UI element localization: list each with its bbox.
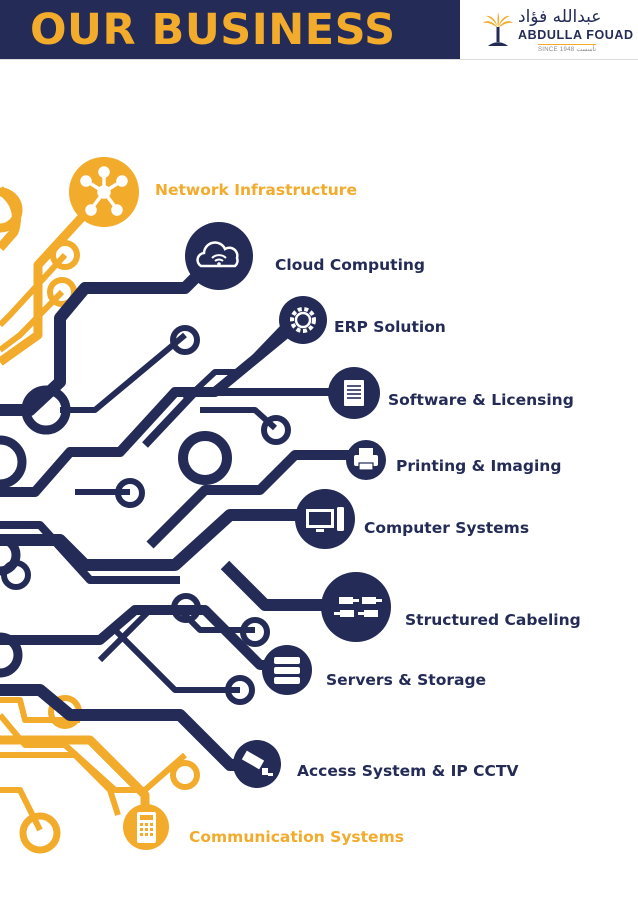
page-title: OUR BUSINESS	[30, 5, 396, 55]
title-bar: OUR BUSINESS	[0, 0, 460, 60]
company-logo: عبدالله فؤاد ABDULLA FOUAD SINCE 1948 تأ…	[460, 0, 638, 60]
server-rack-icon	[262, 645, 312, 695]
service-label-structured-cabeling: Structured Cabeling	[405, 611, 581, 629]
logo-english-name: ABDULLA FOUAD	[518, 28, 634, 42]
edge-circles	[0, 435, 27, 678]
desktop-computer-icon	[295, 489, 355, 549]
palm-tree-logo-icon	[483, 12, 513, 46]
header: OUR BUSINESS عبدالله فؤاد ABDULLA FOUAD …	[0, 0, 638, 60]
service-label-cloud-computing: Cloud Computing	[275, 256, 426, 274]
service-label-communication-systems: Communication Systems	[189, 828, 404, 846]
network-hub-icon	[69, 157, 139, 227]
service-label-software-licensing: Software & Licensing	[388, 391, 574, 409]
service-label-computer-systems: Computer Systems	[364, 519, 530, 537]
printer-icon	[346, 440, 386, 480]
desk-phone-icon	[123, 804, 169, 850]
service-label-servers-storage: Servers & Storage	[326, 671, 487, 689]
service-label-printing-imaging: Printing & Imaging	[396, 457, 562, 475]
service-label-erp-solution: ERP Solution	[334, 318, 446, 336]
logo-arabic-name: عبدالله فؤاد	[518, 7, 602, 27]
cctv-camera-icon	[233, 740, 281, 788]
header-divider	[0, 59, 638, 60]
service-label-access-system-cctv: Access System & IP CCTV	[297, 762, 519, 780]
cloud-wifi-icon	[185, 222, 253, 290]
cable-connectors-icon	[321, 572, 391, 642]
gear-icon	[279, 296, 327, 344]
logo-tagline: SINCE 1948 تأسست	[538, 44, 597, 54]
service-label-network-infrastructure: Network Infrastructure	[155, 181, 357, 199]
document-icon	[328, 367, 380, 419]
